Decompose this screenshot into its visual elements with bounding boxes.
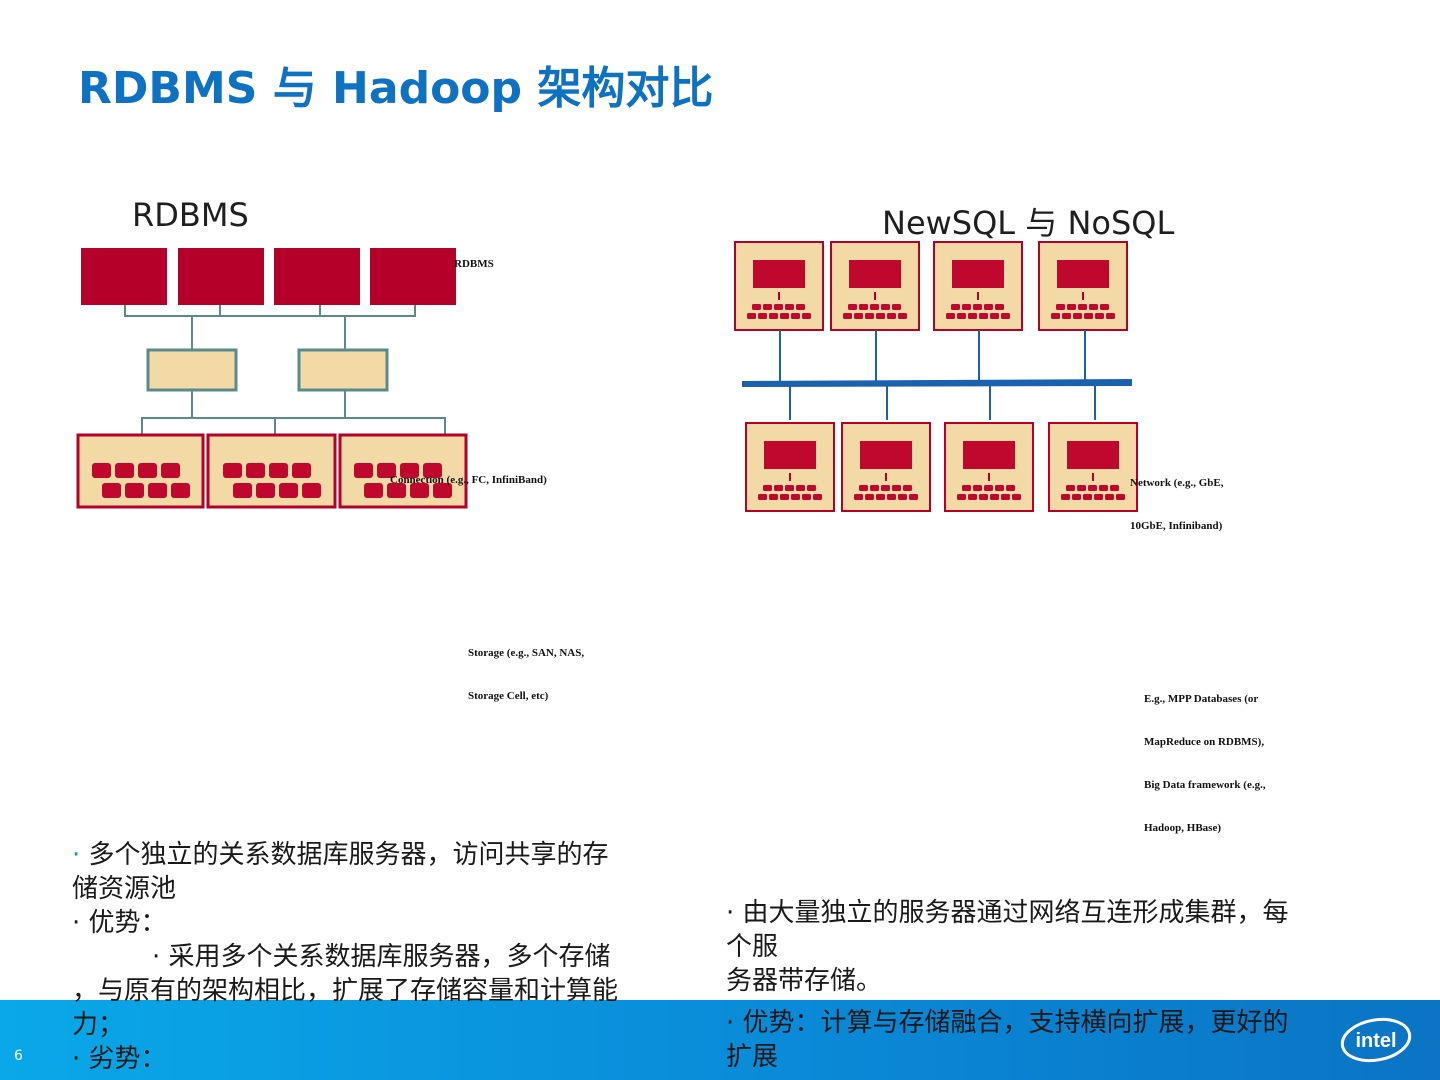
rdbms-server-boxes [81, 248, 456, 305]
mpp-label-line1: E.g., MPP Databases (or [1144, 693, 1259, 705]
network-bus [742, 379, 1132, 387]
right-bullet-2: · 优势：计算与存储融合，支持横向扩展，更好的 [726, 1008, 1289, 1038]
left-bullet-1: · 多个独立的关系数据库服务器，访问共享的存 [72, 840, 609, 870]
right-bullet-2-cont: 扩展 [726, 1042, 779, 1072]
left-bullet-4: · 劣势： [72, 1044, 167, 1074]
newsql-description: · 由大量独立的服务器通过网络互连形成集群，每 个服 务器带存储。 · 优势：计… [726, 896, 1366, 1074]
bottom-server-nodes [745, 422, 1138, 512]
left-bullet-3-cont2: 力； [72, 1010, 125, 1040]
page-number: 6 [14, 1048, 23, 1064]
left-bullet-3-cont: ，与原有的架构相比，扩展了存储容量和计算能 [72, 976, 619, 1006]
right-bullet-1-cont: 个服 [726, 932, 779, 962]
rdbms-label: RDBMS [454, 258, 494, 270]
rdbms-heading: RDBMS [132, 196, 249, 234]
connection-label: Connection (e.g., FC, InfiniBand) [390, 474, 547, 486]
mpp-label-line2: MapReduce on RDBMS), [1144, 736, 1265, 748]
left-bullet-3: · 采用多个关系数据库服务器，多个存储 [152, 942, 611, 972]
network-label-line2: 10GbE, Infiniband) [1130, 520, 1223, 532]
newsql-nosql-architecture-diagram [734, 241, 1138, 512]
footer-bar [0, 1000, 1440, 1080]
storage-disks [92, 463, 452, 498]
rdbms-architecture-diagram [76, 248, 468, 509]
network-label-line1: Network (e.g., GbE, [1130, 477, 1224, 489]
newsql-nosql-heading: NewSQL 与 NoSQL [882, 204, 1175, 242]
intel-logo: intel [1340, 1017, 1412, 1063]
connection-switch-boxes [146, 348, 389, 392]
rdbms-description: · 多个独立的关系数据库服务器，访问共享的存 储资源池 · 优势： · 采用多个… [72, 838, 672, 1076]
right-bullet-1: · 由大量独立的服务器通过网络互连形成集群，每 [726, 898, 1289, 928]
left-bullet-2: · 优势： [72, 908, 167, 938]
top-server-nodes [734, 241, 1128, 331]
intel-logo-text: intel [1355, 1030, 1396, 1052]
rdbms-connection-lines [124, 305, 446, 435]
storage-label-line2: Storage Cell, etc) [468, 690, 549, 702]
mpp-label-line4: Hadoop, HBase) [1144, 822, 1222, 834]
storage-label-line1: Storage (e.g., SAN, NAS, [468, 647, 585, 659]
mpp-label-line3: Big Data framework (e.g., [1144, 779, 1266, 791]
left-bullet-1-cont: 储资源池 [72, 874, 177, 904]
page-title: RDBMS 与 Hadoop 架构对比 [78, 63, 714, 114]
network-links [779, 330, 1096, 420]
right-bullet-1-cont2: 务器带存储。 [726, 966, 883, 996]
